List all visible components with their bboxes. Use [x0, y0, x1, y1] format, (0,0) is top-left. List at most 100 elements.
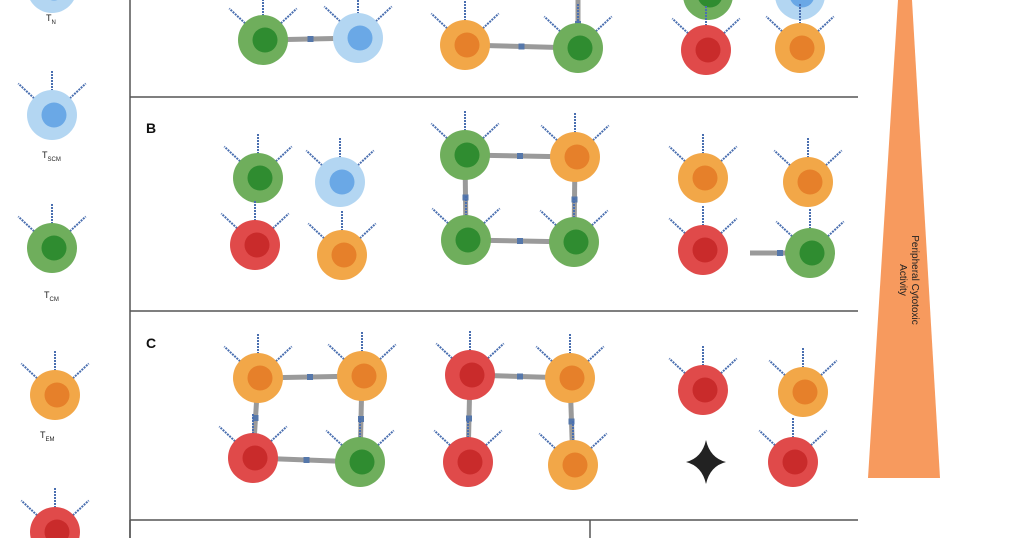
nucleus-icon	[242, 445, 268, 471]
receptor-icon	[539, 209, 564, 233]
nucleus-icon	[559, 365, 585, 391]
receptor-icon	[327, 343, 352, 367]
receptor-icon	[758, 429, 783, 453]
nucleus-icon	[454, 32, 480, 58]
receptor-icon	[765, 15, 790, 39]
nucleus-icon	[792, 379, 818, 405]
synapse-marker	[517, 153, 523, 159]
nucleus-icon	[44, 382, 70, 408]
legend-label-tscm: TSCM	[42, 150, 61, 163]
nucleus-icon	[799, 240, 825, 266]
receptor-icon	[820, 220, 845, 244]
nucleus-icon	[692, 165, 718, 191]
receptor-icon	[668, 217, 693, 241]
nucleus-icon	[329, 169, 355, 195]
blue-cell-icon	[30, 0, 74, 13]
nucleus-icon	[695, 37, 721, 63]
nucleus-icon	[789, 35, 815, 61]
nucleus-icon	[563, 229, 589, 255]
receptor-icon	[813, 359, 838, 383]
synapse-marker	[517, 373, 523, 380]
synapse-marker	[568, 418, 575, 425]
receptor-icon	[540, 124, 565, 148]
receptor-icon	[671, 17, 696, 41]
nucleus-icon	[349, 449, 375, 475]
nucleus-icon	[692, 377, 718, 403]
receptor-icon	[435, 342, 460, 366]
legend-label-tn: TN	[46, 13, 56, 26]
receptor-icon	[580, 345, 605, 369]
synapse-marker	[517, 238, 523, 244]
receptor-icon	[431, 207, 456, 231]
receptor-icon	[535, 345, 560, 369]
receptor-icon	[307, 222, 332, 246]
receptor-icon	[62, 82, 87, 106]
panel-label-c: C	[146, 335, 157, 351]
receptor-icon	[223, 145, 248, 169]
nucleus-icon	[567, 35, 593, 61]
receptor-icon	[265, 212, 290, 236]
nucleus-icon	[459, 362, 485, 388]
receptor-icon	[716, 17, 741, 41]
receptor-icon	[538, 432, 563, 456]
nucleus-icon	[331, 242, 357, 268]
nucleus-icon	[351, 363, 377, 389]
panel-label-b: B	[146, 120, 157, 136]
nucleus-icon	[562, 452, 588, 478]
green-cell-icon	[683, 0, 733, 20]
blue-cell-icon	[775, 0, 825, 20]
receptor-icon	[17, 82, 42, 106]
synapse-marker	[518, 43, 525, 50]
nucleus-icon	[797, 169, 823, 195]
receptor-icon	[263, 425, 288, 449]
receptor-icon	[228, 7, 253, 31]
receptor-icon	[480, 342, 505, 366]
receptor-icon	[475, 12, 500, 36]
nucleus-icon	[50, 0, 58, 1]
receptor-icon	[20, 499, 45, 523]
receptor-icon	[818, 149, 843, 173]
receptor-icon	[62, 215, 87, 239]
receptor-icon	[370, 429, 395, 453]
nucleus-icon	[252, 27, 278, 53]
receptor-icon	[584, 209, 609, 233]
synapse-marker	[252, 415, 259, 421]
receptor-icon	[433, 429, 458, 453]
receptor-icon	[305, 149, 330, 173]
synapse-marker	[307, 36, 314, 42]
receptor-icon	[430, 122, 455, 146]
receptor-icon	[476, 207, 501, 231]
receptor-icon	[810, 15, 835, 39]
receptor-icon	[668, 145, 693, 169]
receptor-icon	[775, 220, 800, 244]
receptor-icon	[372, 343, 397, 367]
legend-label-tem: TEM	[40, 430, 55, 443]
cytotoxic-gradient-triangle	[868, 0, 940, 478]
nucleus-icon	[247, 365, 273, 391]
synapse-marker	[303, 457, 310, 463]
receptor-icon	[65, 499, 90, 523]
receptor-icon	[430, 12, 455, 36]
nucleus-icon	[244, 232, 270, 258]
receptor-icon	[17, 215, 42, 239]
receptor-icon	[543, 15, 568, 39]
receptor-icon	[368, 5, 393, 29]
cell-death-star-icon	[686, 440, 726, 484]
synapse-marker	[307, 374, 313, 380]
receptor-icon	[713, 357, 738, 381]
receptor-icon	[713, 217, 738, 241]
receptor-icon	[65, 362, 90, 386]
nucleus-icon	[782, 449, 808, 475]
nucleus-icon	[457, 449, 483, 475]
nucleus-icon	[41, 102, 67, 128]
receptor-icon	[803, 429, 828, 453]
receptor-icon	[323, 5, 348, 29]
nucleus-icon	[692, 237, 718, 263]
receptor-icon	[768, 359, 793, 383]
receptor-icon	[220, 212, 245, 236]
receptor-icon	[475, 122, 500, 146]
receptor-icon	[273, 7, 298, 31]
receptor-icon	[223, 345, 248, 369]
